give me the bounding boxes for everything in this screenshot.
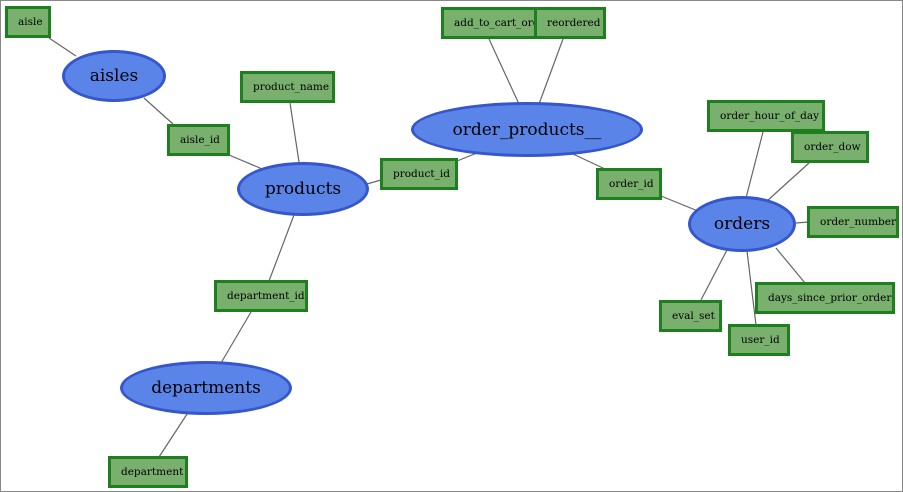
entity-orders[interactable]: orders — [688, 196, 796, 252]
attribute-order-dow[interactable]: order_dow — [791, 131, 869, 163]
attribute-product-name[interactable]: product_name — [240, 71, 335, 103]
entity-products[interactable]: products — [237, 162, 369, 216]
edge-product-id-order-products — [456, 152, 478, 162]
attribute-order-number[interactable]: order_number — [807, 206, 899, 238]
edge-aisles-aisle-id — [143, 97, 174, 125]
entity-order-products[interactable]: order_products__ — [411, 102, 643, 157]
edge-aisle-aisles — [48, 37, 77, 57]
edge-orders-eval-set — [700, 247, 729, 301]
edge-department-id-departments — [220, 311, 252, 364]
attribute-order-hour-of-day[interactable]: order_hour_of_day — [707, 100, 825, 132]
attribute-eval-set[interactable]: eval_set — [659, 300, 722, 332]
attribute-department[interactable]: department — [108, 456, 188, 488]
attribute-order-id[interactable]: order_id — [596, 168, 662, 200]
attribute-user-id[interactable]: user_id — [728, 324, 790, 356]
edge-order-dow-orders — [766, 162, 810, 202]
edge-add-to-cart-order-products — [488, 38, 520, 105]
edge-order-number-orders — [795, 221, 809, 224]
edge-products-department-id — [268, 214, 295, 282]
edge-order-hour-of-day-orders — [745, 131, 764, 199]
attribute-aisle[interactable]: aisle — [5, 6, 51, 38]
edge-order-id-orders — [660, 195, 699, 212]
attribute-aisle-id[interactable]: aisle_id — [167, 124, 230, 156]
edge-departments-department — [158, 410, 190, 458]
edge-order-products-order-id — [572, 153, 606, 170]
attribute-days-since-prior-order[interactable]: days_since_prior_order — [755, 282, 895, 314]
edge-product-name-products — [289, 102, 300, 163]
attribute-reordered[interactable]: reordered — [534, 7, 606, 39]
attribute-add-to-cart-order[interactable]: add_to_cart_order — [441, 7, 544, 39]
edge-orders-days-since-prior-order — [775, 247, 806, 284]
entity-aisles[interactable]: aisles — [62, 50, 166, 102]
edge-products-product-id — [366, 179, 382, 185]
edge-reordered-order-products — [538, 38, 564, 105]
edge-orders-user-id — [746, 250, 757, 326]
attribute-department-id[interactable]: department_id — [214, 280, 308, 312]
entity-departments[interactable]: departments — [120, 361, 292, 415]
attribute-product-id[interactable]: product_id — [380, 158, 458, 190]
